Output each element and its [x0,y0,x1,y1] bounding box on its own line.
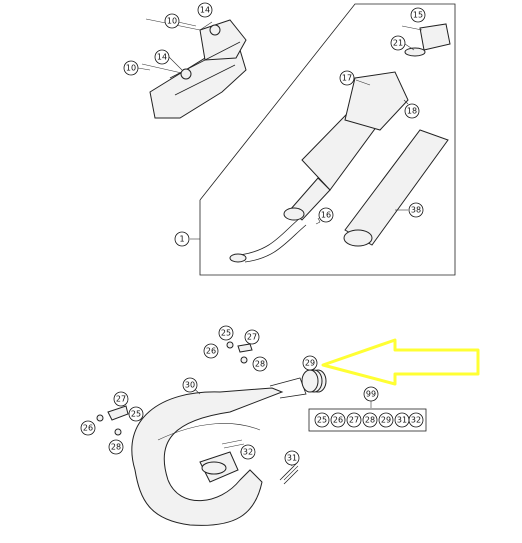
svg-text:38: 38 [411,206,421,215]
kit-callout[interactable]: 28 [362,412,378,428]
svg-text:16: 16 [321,211,331,220]
svg-text:17: 17 [342,74,352,83]
gasket-32 [221,439,245,449]
callout-18[interactable]: 18 [404,103,420,119]
svg-text:14: 14 [157,53,167,62]
kit-bracket [308,401,427,432]
svg-text:27: 27 [247,333,257,342]
kit-callout[interactable]: 27 [346,412,362,428]
svg-text:26: 26 [333,416,343,425]
exhaust-pipe [131,377,307,526]
spring-31 [279,463,299,485]
callout-14a[interactable]: 14 [197,2,213,18]
kit-callout[interactable]: 29 [378,412,394,428]
svg-text:28: 28 [111,443,121,452]
svg-text:29: 29 [381,416,391,425]
svg-text:31: 31 [287,454,297,463]
callout-17[interactable]: 17 [339,70,355,86]
callout-21[interactable]: 21 [390,35,406,51]
callout-14b[interactable]: 14 [154,49,170,65]
svg-text:14: 14 [200,6,210,15]
callout-27a[interactable]: 27 [244,329,260,345]
callout-25a[interactable]: 25 [218,325,234,341]
svg-text:18: 18 [407,107,417,116]
svg-text:32: 32 [411,416,421,425]
svg-text:1: 1 [179,235,184,244]
svg-text:25: 25 [221,329,231,338]
callout-16[interactable]: 16 [318,207,334,223]
callout-28a[interactable]: 28 [252,356,268,372]
svg-text:15: 15 [413,11,423,20]
svg-text:31: 31 [397,416,407,425]
svg-text:30: 30 [185,381,195,390]
svg-text:28: 28 [255,360,265,369]
callout-28b[interactable]: 28 [108,439,124,455]
spring-29 [301,369,327,393]
hardware-upper-cluster [226,341,253,364]
silencer-assembly [229,23,451,263]
svg-text:10: 10 [126,64,136,73]
callout-10a[interactable]: 10 [164,13,180,29]
svg-text:99: 99 [366,390,376,399]
header-bracket-assembly [141,18,247,119]
callout-38[interactable]: 38 [408,202,424,218]
highlight-arrow [321,338,480,386]
callout-27b[interactable]: 27 [113,391,129,407]
kit-row: 25 26 27 28 29 31 32 [314,412,424,428]
callout-32[interactable]: 32 [240,444,256,460]
svg-text:26: 26 [83,424,93,433]
hardware-left-cluster [96,405,129,436]
silencer-box [199,3,456,276]
callout-30[interactable]: 30 [182,377,198,393]
callout-15[interactable]: 15 [410,7,426,23]
svg-text:26: 26 [206,347,216,356]
svg-text:27: 27 [116,395,126,404]
svg-text:27: 27 [349,416,359,425]
svg-text:25: 25 [317,416,327,425]
callout-26b[interactable]: 26 [80,420,96,436]
svg-text:29: 29 [305,359,315,368]
callout-31[interactable]: 31 [284,450,300,466]
svg-text:28: 28 [365,416,375,425]
kit-callout[interactable]: 31 [394,412,410,428]
callout-1[interactable]: 1 [174,231,190,247]
kit-callout[interactable]: 25 [314,412,330,428]
callout-29[interactable]: 29 [302,355,318,371]
callout-10b[interactable]: 10 [123,60,139,76]
callout-26a[interactable]: 26 [203,343,219,359]
kit-callout[interactable]: 26 [330,412,346,428]
callout-25b[interactable]: 25 [128,406,144,422]
kit-callout[interactable]: 32 [408,412,424,428]
svg-text:21: 21 [393,39,403,48]
callout-99[interactable]: 99 [363,386,379,402]
svg-text:32: 32 [243,448,253,457]
svg-text:25: 25 [131,410,141,419]
svg-text:10: 10 [167,17,177,26]
